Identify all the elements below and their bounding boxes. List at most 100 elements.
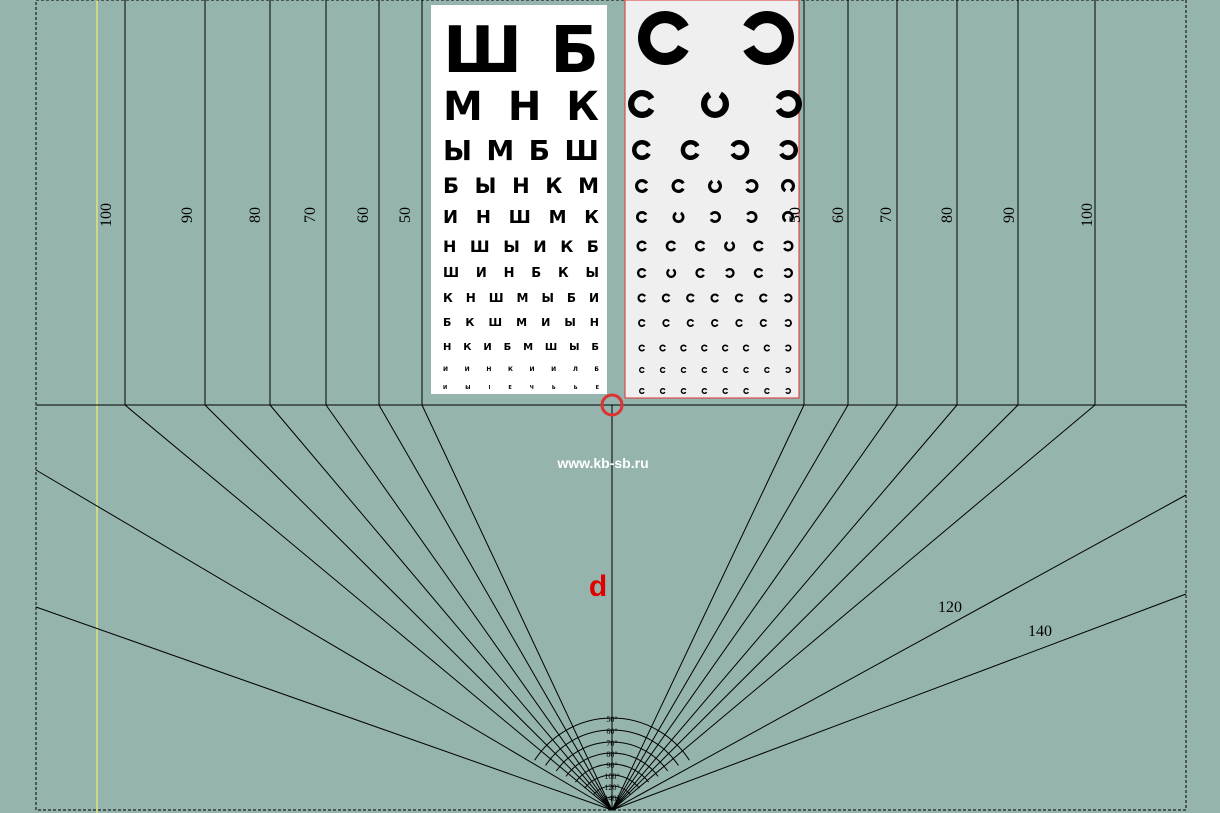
fan-line <box>124 404 613 811</box>
fan-line <box>611 593 1187 811</box>
landolt-ring <box>639 388 645 394</box>
right-scale-label: 70 <box>878 207 895 223</box>
landolt-ring <box>680 388 687 394</box>
left-scale-label: 50 <box>397 207 414 223</box>
landolt-ring <box>694 240 706 252</box>
letter-chart-row: МНК <box>443 84 599 130</box>
landolt-ring-chart <box>624 0 800 399</box>
landolt-ring <box>724 241 736 252</box>
angle-label: 60° <box>606 727 617 736</box>
landolt-ring <box>782 211 794 223</box>
landolt-ring <box>763 344 771 352</box>
landolt-ring <box>743 367 749 373</box>
landolt-ring <box>665 240 677 252</box>
landolt-ring <box>636 211 648 223</box>
landolt-ring <box>745 179 759 193</box>
fan-line <box>611 404 1096 811</box>
landolt-ring <box>632 140 651 160</box>
distance-label: d <box>589 570 607 603</box>
right-scale-label: 80 <box>939 207 956 223</box>
landolt-ring <box>722 367 729 373</box>
letter-chart-row: БКШМИЫН <box>443 316 599 329</box>
landolt-ring <box>710 293 719 303</box>
landolt-ring <box>638 11 689 65</box>
angle-label: 80° <box>606 750 617 759</box>
landolt-ring <box>764 388 770 394</box>
left-scale-label: 60 <box>355 207 372 223</box>
angle-label: 100° <box>604 772 619 781</box>
fan-line <box>611 404 849 811</box>
left-scale-label: 100 <box>98 203 115 227</box>
landolt-ring <box>635 179 649 193</box>
landolt-ring <box>701 344 708 352</box>
angle-arc <box>555 741 669 772</box>
landolt-ring <box>730 140 750 160</box>
landolt-ring <box>743 11 794 65</box>
landolt-ring <box>686 293 695 303</box>
landolt-ring <box>659 388 666 394</box>
landolt-ring <box>779 140 798 160</box>
landolt-ring <box>746 211 758 223</box>
landolt-ring <box>637 293 646 303</box>
angle-arc <box>593 785 631 796</box>
angle-arc <box>584 774 640 789</box>
angle-label: 70° <box>606 739 617 748</box>
angle-arc <box>545 729 679 766</box>
angle-label: 140° <box>604 794 619 803</box>
landolt-ring <box>722 388 729 394</box>
angle-arc <box>575 763 649 783</box>
landolt-ring <box>711 319 719 327</box>
landolt-ring <box>784 293 793 303</box>
letter-chart-row: ИНШМК <box>443 207 599 228</box>
landolt-ring <box>680 344 687 352</box>
landolt-ring <box>638 344 646 352</box>
letter-chart <box>431 5 607 394</box>
landolt-ring <box>784 319 792 327</box>
landolt-ring <box>743 388 749 394</box>
landolt-ring <box>785 367 791 373</box>
fan-line <box>611 404 805 811</box>
right-scale-label: 90 <box>1001 207 1018 223</box>
landolt-ring <box>708 179 722 193</box>
viewpoint-marker <box>600 393 624 417</box>
fan-line <box>35 469 613 811</box>
landolt-ring <box>722 344 729 352</box>
angle-label: 90° <box>606 761 617 770</box>
landolt-ring <box>686 319 695 327</box>
fan-line <box>611 494 1187 811</box>
left-scale-label: 90 <box>179 207 196 223</box>
angle-arc <box>601 796 623 802</box>
fan-line <box>378 404 613 811</box>
angle-arc <box>534 717 690 761</box>
landolt-ring <box>764 367 770 373</box>
fan-line <box>611 404 1019 811</box>
side-label-140: 140 <box>1028 623 1052 640</box>
angle-label: 50° <box>606 715 617 724</box>
landolt-ring <box>785 388 791 394</box>
landolt-ring <box>695 268 705 278</box>
right-scale-label: 50 <box>787 207 804 223</box>
landolt-ring <box>784 344 792 352</box>
angle-label: 120° <box>604 783 619 792</box>
right-scale-label: 60 <box>830 207 847 223</box>
landolt-ring <box>662 319 670 327</box>
landolt-ring <box>735 319 743 327</box>
landolt-ring <box>742 344 750 352</box>
landolt-ring <box>783 268 793 278</box>
left-scale-label: 70 <box>302 207 319 223</box>
fan-line <box>611 404 958 811</box>
landolt-ring <box>701 388 708 394</box>
landolt-ring <box>659 344 666 352</box>
fan-line <box>611 404 898 811</box>
landolt-ring <box>637 268 647 278</box>
landolt-ring <box>680 367 687 373</box>
letter-chart-row: КНШМЫБИ <box>443 291 599 305</box>
landolt-ring <box>639 367 645 373</box>
landolt-ring <box>759 293 768 303</box>
landolt-ring <box>628 90 655 118</box>
letter-chart-row: ШБ <box>443 14 599 88</box>
fan-line <box>204 404 613 811</box>
fan-line <box>421 404 613 811</box>
landolt-ring <box>781 179 795 193</box>
